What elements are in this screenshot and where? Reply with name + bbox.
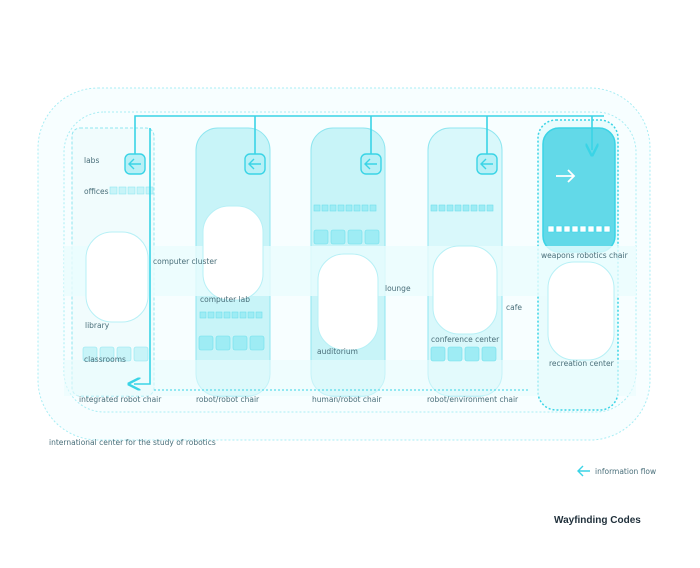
page-title: Wayfinding Codes bbox=[554, 515, 641, 526]
weapons-modules bbox=[547, 225, 611, 233]
recreation-room bbox=[547, 261, 615, 361]
building-label: international center for the study of ro… bbox=[49, 438, 216, 447]
human-robot-chair-label: human/robot chair bbox=[312, 395, 382, 404]
weapons-robotics-chair-block bbox=[542, 127, 616, 253]
legend-label: information flow bbox=[595, 467, 656, 476]
library-label: library bbox=[85, 321, 110, 330]
conference-center-label: conference center bbox=[431, 335, 500, 344]
wayfinding-arrow-icon bbox=[476, 153, 498, 175]
library-room bbox=[85, 231, 149, 323]
computer-lab-modules bbox=[198, 311, 265, 351]
information-flow-legend-icon bbox=[577, 465, 590, 477]
wayfinding-arrow-icon bbox=[244, 153, 266, 175]
cafe-label: cafe bbox=[506, 303, 522, 312]
wayfinding-arrow-icon bbox=[124, 153, 146, 175]
robot-robot-chair-label: robot/robot chair bbox=[196, 395, 260, 404]
computer-lab-label: computer lab bbox=[200, 295, 250, 304]
legend: information flow bbox=[577, 465, 656, 477]
offices-modules bbox=[109, 186, 154, 195]
auditorium-room bbox=[317, 253, 379, 351]
robot-environment-chair-label: robot/environment chair bbox=[427, 395, 519, 404]
weapons-robotics-chair-label: weapons robotics chair bbox=[541, 251, 629, 260]
computer-cluster-label: computer cluster bbox=[153, 257, 218, 266]
human-robot-modules bbox=[313, 204, 380, 245]
classrooms-label: classrooms bbox=[84, 355, 126, 364]
offices-label: offices bbox=[84, 187, 109, 196]
classroom-modules bbox=[82, 346, 149, 362]
lounge-label: lounge bbox=[385, 284, 411, 293]
weapons-arrow-icon bbox=[556, 169, 576, 183]
wayfinding-arrow-icon bbox=[360, 153, 382, 175]
auditorium-label: auditorium bbox=[317, 347, 358, 356]
recreation-center-label: recreation center bbox=[549, 359, 615, 368]
conference-modules bbox=[430, 204, 497, 362]
integrated-robot-chair-label: integrated robot chair bbox=[79, 395, 162, 404]
computer-lab-room bbox=[202, 205, 264, 301]
labs-label: labs bbox=[84, 156, 99, 165]
conference-room bbox=[432, 245, 498, 335]
